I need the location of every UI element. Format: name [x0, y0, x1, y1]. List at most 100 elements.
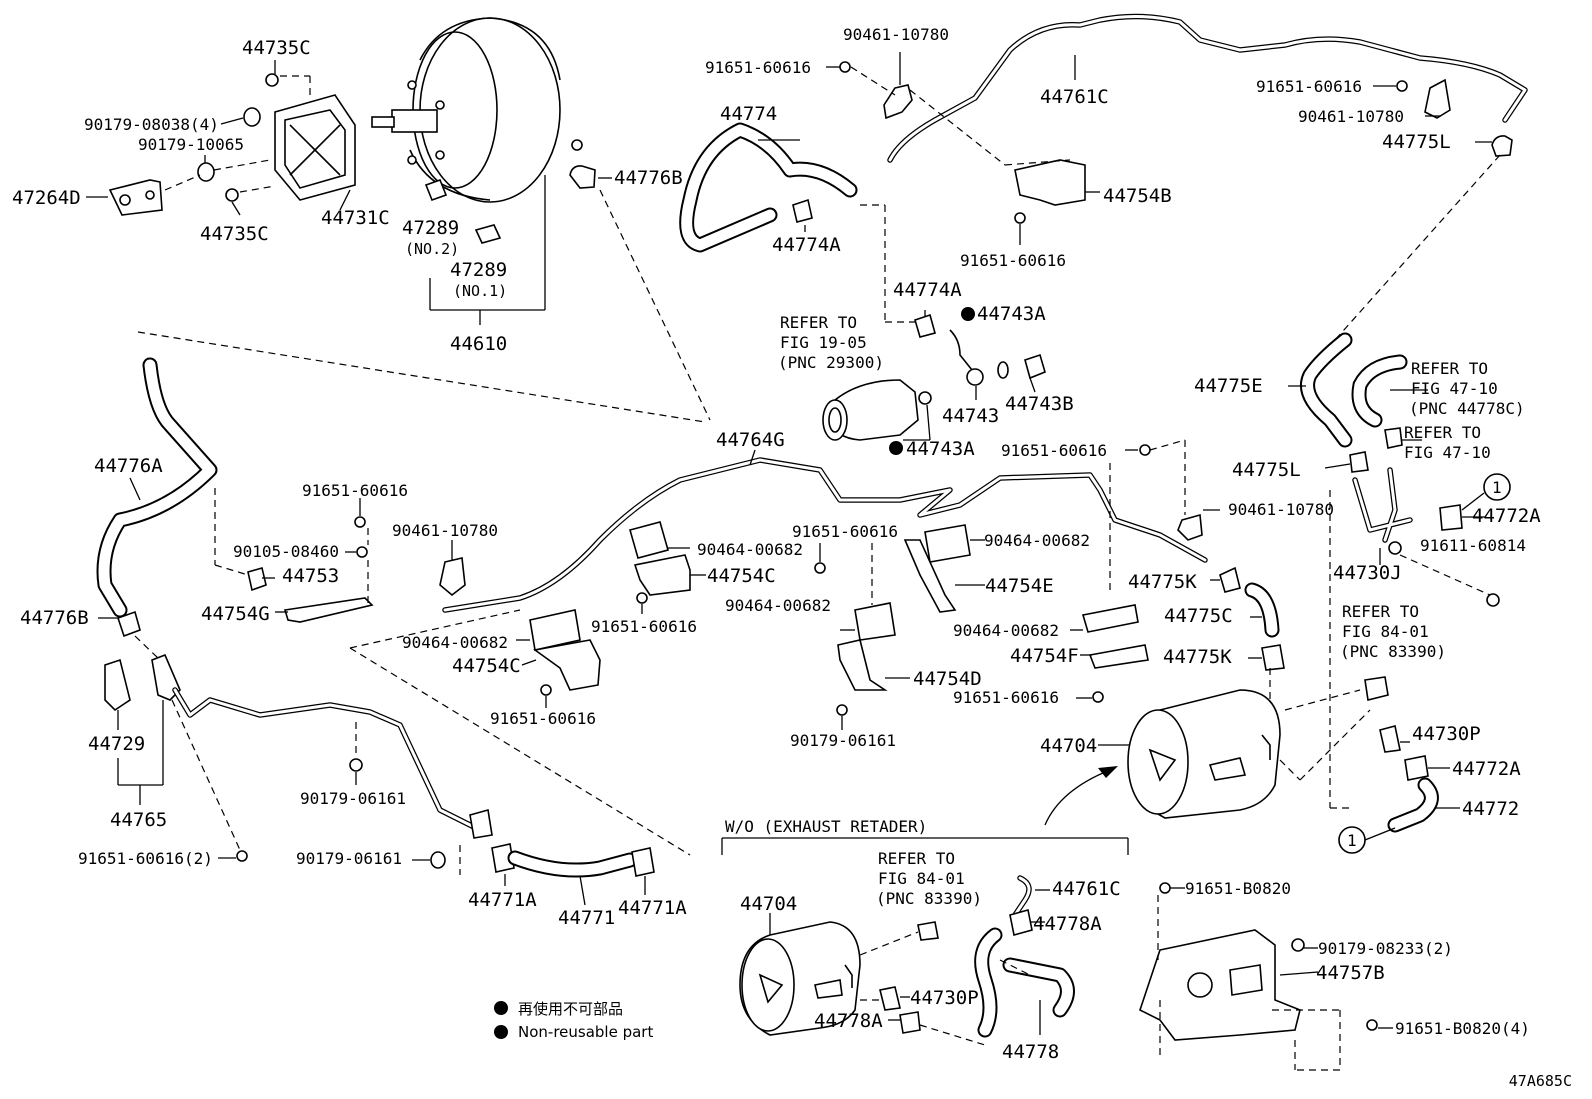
label-44761c-top: 44761C — [1040, 86, 1109, 108]
bolt-91651-60616-g — [814, 562, 826, 574]
label-44778a-a: 44778A — [1033, 913, 1102, 935]
legend-item-en: Non-reusable part — [494, 1020, 653, 1044]
hose-44772 — [1387, 777, 1439, 833]
vacuum-tank-44704-b — [739, 921, 861, 1036]
label-refer-47-10a-2: FIG 47-10 — [1411, 379, 1498, 398]
nut-90179-06161-b — [430, 851, 446, 869]
label-44778a-b: 44778A — [814, 1010, 883, 1032]
label-44704-a: 44704 — [1040, 735, 1097, 757]
label-44754c-a: 44754C — [707, 565, 776, 587]
brake-booster-group — [371, 17, 583, 203]
bracket-44754e — [903, 539, 957, 613]
label-47264d: 47264D — [12, 187, 81, 209]
clip-44775k-a — [1219, 566, 1241, 593]
label-44754b: 44754B — [1103, 185, 1172, 207]
label-44775l-top: 44775L — [1382, 131, 1451, 153]
label-refer-19-05-2: FIG 19-05 — [780, 333, 867, 352]
label-refer-47-10b-2: FIG 47-10 — [1404, 443, 1491, 462]
hose-44771 — [507, 850, 638, 878]
vacuum-tank-44704-a — [1127, 689, 1281, 819]
label-90179-08233: 90179-08233(2) — [1318, 939, 1453, 958]
check-valve-44730p-a — [1379, 725, 1401, 753]
bolt-91651-60616-a — [839, 61, 851, 73]
bolt-91651-60616-e — [354, 516, 366, 528]
bolt-91611-60814 — [1486, 593, 1500, 607]
label-91651-60616-i: 91651-60616 — [490, 709, 596, 728]
clip-ref-47-10 — [1384, 427, 1403, 449]
legend-text-en: Non-reusable part — [518, 1023, 654, 1041]
clamp-90464-00682-a — [629, 521, 669, 559]
bracket-44754c-a — [633, 554, 691, 596]
label-91611-60814: 91611-60814 — [1420, 536, 1526, 555]
clamp-90464-00682-c — [529, 609, 581, 651]
circle-ref-1-a — [1483, 473, 1511, 501]
gasket-47289-no2 — [424, 178, 448, 202]
label-44776a: 44776A — [94, 455, 163, 477]
label-47289-no2-sub: (NO.2) — [405, 240, 459, 258]
label-91651-60616-e: 91651-60616 — [302, 481, 408, 500]
label-91651-60616-d: 91651-60616 — [1001, 441, 1107, 460]
gasket-47289-no1 — [474, 224, 502, 244]
label-44775c: 44775C — [1164, 605, 1233, 627]
label-90464-00682-e: 90464-00682 — [953, 621, 1059, 640]
label-refer-19-05-1: REFER TO — [780, 313, 857, 332]
label-90179-06161-b: 90179-06161 — [296, 849, 402, 868]
hose-44743 — [949, 329, 973, 371]
pipe-44761c-bot — [1012, 875, 1032, 918]
part-labels: 44735C 90179-08038(4) 90179-10065 47264D… — [12, 25, 1541, 1063]
label-44765: 44765 — [110, 809, 167, 831]
pipe-44765 — [172, 687, 483, 833]
tee-44730j — [1352, 467, 1413, 555]
clamp-90461-10780-c — [1177, 513, 1203, 541]
non-reusable-dot-b — [889, 441, 903, 455]
bracket-44754b — [1014, 159, 1086, 206]
clip-44774a-b — [914, 313, 936, 338]
label-44764g: 44764G — [716, 429, 785, 451]
check-valve-44730p-b — [879, 986, 901, 1011]
clip-44776b-top — [569, 165, 596, 189]
label-refer-47-10a-1: REFER TO — [1411, 359, 1488, 378]
bolt-90179-06161-c — [836, 704, 848, 716]
check-valve-44743b — [1024, 353, 1046, 380]
label-44754e: 44754E — [985, 575, 1054, 597]
vacuum-pump-ref — [822, 379, 932, 441]
label-44704-b: 44704 — [740, 893, 797, 915]
bracket-44754g — [283, 597, 374, 623]
clamp-pipe-end — [469, 808, 493, 839]
label-90464-00682-c: 90464-00682 — [402, 633, 508, 652]
clamp-90464-00682-d — [854, 602, 896, 641]
label-44775l-mid: 44775L — [1232, 459, 1301, 481]
clamp-90461-10780-a — [883, 84, 913, 120]
label-circle-1-b: 1 — [1347, 831, 1357, 850]
label-44774a-a: 44774A — [772, 234, 841, 256]
label-44743a-b: 44743A — [906, 438, 975, 460]
label-91651-b0820-4: 91651-B0820(4) — [1395, 1019, 1530, 1038]
clip-44772a-bot — [1404, 755, 1429, 781]
label-90179-08038: 90179-08038(4) — [84, 115, 219, 134]
label-44743a-a: 44743A — [977, 303, 1046, 325]
label-44778: 44778 — [1002, 1041, 1059, 1063]
label-90179-06161-c: 90179-06161 — [790, 731, 896, 750]
clamp-90461-10780-b — [1424, 78, 1451, 119]
hose-44775e — [1300, 332, 1353, 448]
label-44771a-b: 44771A — [618, 897, 687, 919]
bolt-91651-60616-d — [1139, 444, 1151, 456]
label-refer-84-01b-2: FIG 84-01 — [878, 869, 965, 888]
label-44753: 44753 — [282, 565, 339, 587]
label-circle-1-a: 1 — [1492, 478, 1502, 497]
bolt-90179-06161-a — [349, 758, 363, 772]
label-91651-60616-c: 91651-60616 — [960, 251, 1066, 270]
pipe-44764g — [442, 457, 1208, 613]
bolt-91651-60616-i — [540, 684, 552, 696]
clevis-47264d — [108, 179, 163, 216]
label-47289-no1-sub: (NO.1) — [453, 282, 507, 300]
clip-44774a-a — [792, 198, 813, 223]
label-91651-60616-g: 91651-60616 — [792, 522, 898, 541]
figure-code: 47A685C — [1508, 1072, 1572, 1090]
bracket-44729 — [104, 658, 131, 712]
label-91651-60616-h: 91651-60616 — [953, 688, 1059, 707]
label-90105-08460: 90105-08460 — [233, 542, 339, 561]
label-44754g: 44754G — [201, 603, 270, 625]
clamp-44753 — [247, 567, 267, 592]
